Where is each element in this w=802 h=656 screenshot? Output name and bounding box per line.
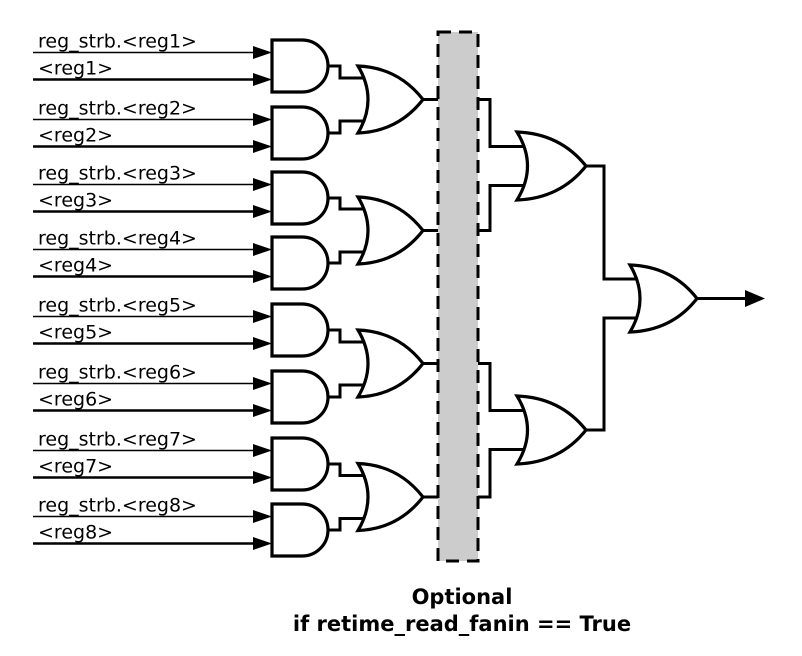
input-arrowhead — [253, 243, 272, 256]
or-gate-6 — [514, 394, 589, 466]
or-gates-level1 — [355, 64, 426, 533]
input-arrowhead — [253, 337, 272, 350]
wire-and1-or1 — [328, 64, 368, 80]
input-label-value-4: <reg4> — [38, 255, 113, 277]
input-label-value-2: <reg2> — [38, 125, 113, 147]
input-label-strobe-2: reg_strb.<reg2> — [38, 98, 197, 120]
input-label-strobe-8: reg_strb.<reg8> — [38, 495, 197, 517]
and-gate-4 — [270, 235, 330, 291]
or-gate-final — [627, 263, 700, 334]
input-arrowhead — [253, 73, 272, 86]
input-label-strobe-1: reg_strb.<reg1> — [38, 31, 197, 53]
input-arrowhead — [253, 140, 272, 153]
wire-and5-or3 — [328, 328, 368, 344]
input-rows: reg_strb.<reg1> <reg1> reg_strb.<reg2> <… — [33, 31, 272, 550]
input-arrowhead — [253, 205, 272, 218]
wire-and3-or2 — [328, 196, 368, 211]
optional-retime-region — [436, 30, 480, 563]
and-gate-5 — [270, 302, 330, 358]
input-arrowhead — [253, 178, 272, 191]
caption-line1: Optional — [412, 585, 513, 609]
input-arrowhead — [253, 270, 272, 283]
input-label-strobe-7: reg_strb.<reg7> — [38, 429, 197, 451]
input-label-strobe-4: reg_strb.<reg4> — [38, 228, 197, 250]
input-label-value-6: <reg6> — [38, 389, 113, 411]
or-gate-4 — [355, 461, 426, 533]
and-gate-2 — [270, 105, 330, 161]
input-label-value-8: <reg8> — [38, 522, 113, 544]
or-gate-5 — [514, 130, 589, 202]
input-label-value-3: <reg3> — [38, 190, 113, 212]
input-arrowhead — [253, 113, 272, 126]
input-arrowhead — [253, 377, 272, 390]
or-gates-level2 — [514, 130, 589, 466]
and-gate-6 — [270, 369, 330, 425]
output-arrowhead — [745, 290, 765, 307]
and-gate-8 — [270, 502, 330, 558]
or-gate-3 — [355, 328, 426, 399]
and-gates — [270, 38, 330, 558]
input-label-value-5: <reg5> — [38, 322, 113, 344]
caption-line2: if retime_read_fanin == True — [293, 612, 631, 636]
and-gate-3 — [270, 170, 330, 226]
or-gate-1 — [355, 64, 426, 135]
input-arrowhead — [253, 46, 272, 59]
and-gate-1 — [270, 38, 330, 94]
input-label-strobe-5: reg_strb.<reg5> — [38, 295, 197, 317]
input-arrowhead — [253, 471, 272, 484]
and-gate-7 — [270, 436, 330, 492]
input-label-strobe-6: reg_strb.<reg6> — [38, 362, 197, 384]
input-label-strobe-3: reg_strb.<reg3> — [38, 163, 197, 185]
wire-and6-or3 — [328, 383, 368, 399]
or-gate-2 — [355, 195, 426, 266]
wire-and2-or1 — [328, 119, 368, 135]
input-arrowhead — [253, 510, 272, 523]
wire-and4-or2 — [328, 250, 368, 265]
input-label-value-1: <reg1> — [38, 58, 113, 80]
input-arrowhead — [253, 404, 272, 417]
input-arrowhead — [253, 537, 272, 550]
input-label-value-7: <reg7> — [38, 456, 113, 478]
input-arrowhead — [253, 310, 272, 323]
wire-and8-or4 — [328, 517, 368, 532]
input-arrowhead — [253, 444, 272, 457]
wire-and7-or4 — [328, 462, 368, 477]
wire-or6-or7 — [586, 316, 646, 432]
wire-or5-or7 — [586, 164, 646, 281]
